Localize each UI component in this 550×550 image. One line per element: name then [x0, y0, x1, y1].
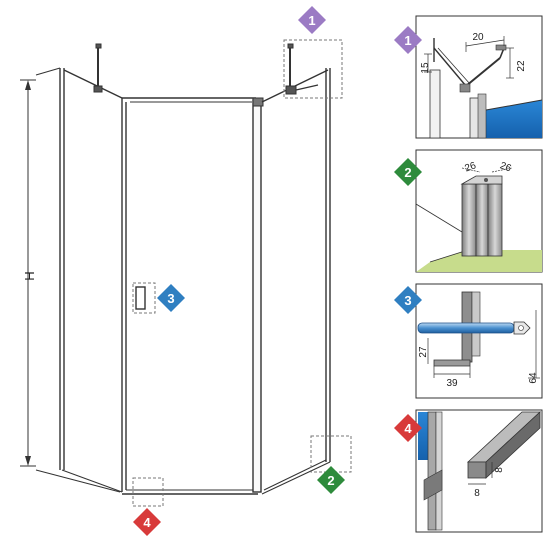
dim-d2-a: 26: [463, 160, 478, 174]
dim-d2-b: 26: [498, 160, 513, 174]
door-handle: [135, 286, 146, 310]
badge-1-main: 1: [298, 6, 326, 34]
badge-3-detail: 3: [394, 286, 422, 314]
badge-number: 4: [143, 515, 151, 530]
badge-number: 2: [404, 165, 411, 180]
badge-diamond: [394, 414, 422, 442]
dim-d3-height: 27: [418, 346, 429, 358]
badge-number: 1: [404, 33, 411, 48]
height-label: H: [22, 271, 37, 280]
detail-frame-4: [132, 477, 164, 507]
right-side-panel: [261, 68, 331, 495]
badge-3-main: 3: [157, 284, 185, 312]
detail-panel-1: 20 15 22: [415, 15, 543, 139]
badge-diamond: [157, 284, 185, 312]
badge-diamond: [394, 158, 422, 186]
badge-4-main: 4: [133, 508, 161, 536]
badge-diamond: [133, 508, 161, 536]
badge-number: 1: [308, 13, 315, 28]
detail-marker-frames: [132, 39, 352, 507]
badge-number: 2: [327, 473, 334, 488]
badge-1-detail: 1: [394, 26, 422, 54]
left-ceiling-bracket: [93, 43, 103, 93]
badge-diamond: [394, 286, 422, 314]
badge-number: 3: [404, 293, 411, 308]
front-door-panel: [121, 97, 258, 495]
detail-panel-4: 8 8: [415, 409, 543, 533]
detail-frame-3: [132, 282, 156, 314]
height-dimension: [20, 79, 36, 467]
dim-d4-height: 8: [494, 467, 505, 473]
badge-number: 3: [167, 291, 174, 306]
badge-2-main: 2: [317, 466, 345, 494]
dim-d3-total: 64: [528, 372, 539, 384]
detail-panel-2: 26 26: [415, 149, 543, 273]
badge-2-detail: 2: [394, 158, 422, 186]
dim-d1-width: 20: [472, 32, 484, 43]
detail-frame-1: [283, 39, 343, 99]
badge-4-detail: 4: [394, 414, 422, 442]
right-ceiling-bracket: [285, 43, 319, 95]
hinge-post-profile: [252, 97, 264, 493]
dim-d1-left-height: 15: [420, 62, 431, 74]
shower-enclosure-drawing: [20, 39, 352, 507]
dim-d4-width: 8: [474, 488, 480, 499]
left-side-panel: [35, 67, 123, 493]
badge-diamond: [394, 26, 422, 54]
badge-diamond: [317, 466, 345, 494]
badge-diamond: [298, 6, 326, 34]
dim-d3-width: 39: [446, 378, 458, 389]
detail-panel-3: 27 39 64: [415, 283, 543, 399]
dim-d1-right-height: 22: [516, 60, 527, 72]
badge-number: 4: [404, 421, 412, 436]
